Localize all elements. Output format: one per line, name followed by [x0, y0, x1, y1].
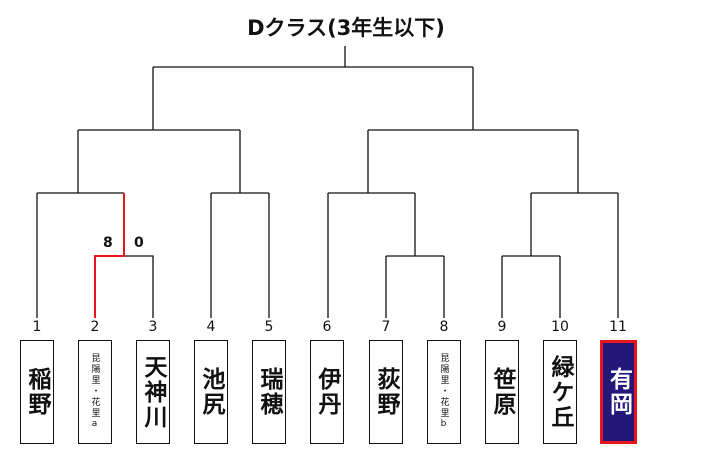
seed-number: 3	[148, 319, 158, 335]
score-team3: 0	[134, 235, 144, 251]
team-name: 池尻	[198, 367, 224, 417]
team-box: 笹原	[485, 340, 519, 444]
team-name: 瑞穂	[256, 367, 282, 417]
r1-2v3-line	[124, 255, 154, 318]
seed-number: 4	[206, 319, 216, 335]
seed-number: 7	[381, 319, 391, 335]
seed-number: 6	[322, 319, 332, 335]
team-box: 昆陽里・花里a	[78, 340, 112, 444]
bracket-title: Dクラス(3年生以下)	[247, 16, 445, 40]
team-box: 伊丹	[310, 340, 344, 444]
team-box: 池尻	[194, 340, 228, 444]
team-box: 昆陽里・花里b	[427, 340, 461, 444]
seed-number: 1	[32, 319, 42, 335]
semi-left-line	[77, 129, 241, 193]
seed-number: 11	[609, 319, 627, 335]
team-name: 天神川	[140, 354, 166, 430]
seed-number: 5	[264, 319, 274, 335]
team-box: 瑞穂	[252, 340, 286, 444]
team-name: 稲野	[24, 367, 50, 417]
team-name: 昆陽里・花里b	[438, 353, 449, 431]
qf-2-line	[210, 192, 270, 318]
team-name: 緑ケ丘	[547, 354, 573, 430]
team-box: 稲野	[20, 340, 54, 444]
seed-number: 8	[439, 319, 449, 335]
team-name: 荻野	[373, 367, 399, 417]
team-box: 天神川	[136, 340, 170, 444]
winner-path-line	[94, 193, 125, 318]
score-team2: 8	[103, 235, 113, 251]
team-box-highlighted: 有岡	[600, 340, 637, 444]
qf-4-line	[530, 192, 619, 318]
semi-right-line	[367, 129, 579, 193]
team-name: 伊丹	[314, 367, 340, 417]
team-name: 笹原	[489, 367, 515, 417]
team-box: 荻野	[369, 340, 403, 444]
seed-number: 9	[497, 319, 507, 335]
team-name: 有岡	[605, 367, 632, 417]
r1-9v10-line	[501, 255, 561, 318]
qf-1-line	[36, 192, 124, 318]
qf-3-line	[327, 192, 416, 318]
seed-number: 2	[90, 319, 100, 335]
seed-number: 10	[551, 319, 569, 335]
r1-7v8-line	[385, 255, 445, 318]
team-name: 昆陽里・花里a	[89, 353, 100, 431]
final-line	[152, 46, 474, 130]
team-box: 緑ケ丘	[543, 340, 577, 444]
